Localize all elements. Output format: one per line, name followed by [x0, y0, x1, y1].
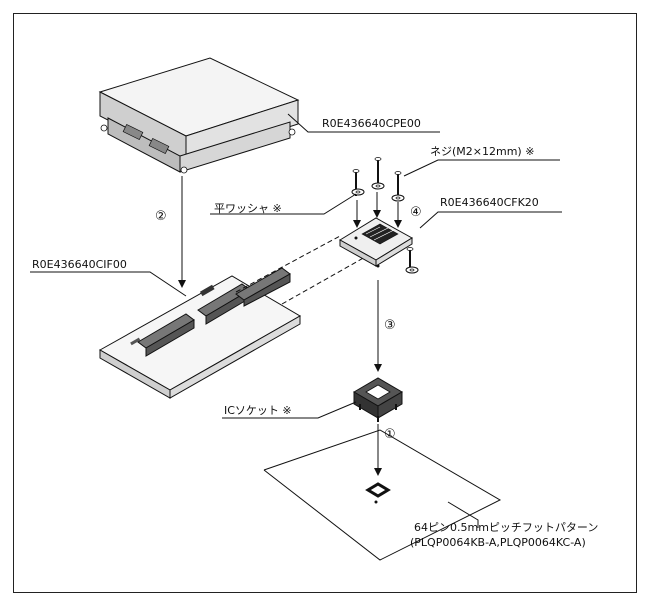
label-screw: ネジ(M2×12mm) ※	[430, 145, 534, 158]
label-washer: 平ワッシャ ※	[214, 202, 282, 215]
converter-board	[98, 267, 301, 399]
ic-socket	[353, 377, 403, 422]
step-1: ①	[384, 427, 396, 442]
assembly-arrows	[178, 176, 402, 476]
step-4: ④	[410, 205, 422, 220]
label-flex-board: R0E436640CFK20	[440, 196, 539, 209]
emulator-unit	[98, 57, 300, 174]
label-emulator: R0E436640CPE00	[322, 117, 421, 130]
step-2: ②	[155, 209, 167, 224]
label-converter: R0E436640CIF00	[32, 258, 127, 271]
footprint-plane	[263, 429, 502, 561]
flex-ribbon	[235, 235, 375, 305]
label-footprint-line1: 64ピン0.5mmピッチフットパターン	[414, 521, 598, 534]
washers	[351, 182, 419, 274]
step-3: ③	[384, 318, 396, 333]
leader-lines	[30, 113, 562, 528]
flex-board-head	[339, 217, 413, 268]
label-socket: ICソケット ※	[224, 404, 292, 417]
label-footprint-line2: (PLQP0064KB-A,PLQP0064KC-A)	[410, 536, 586, 549]
